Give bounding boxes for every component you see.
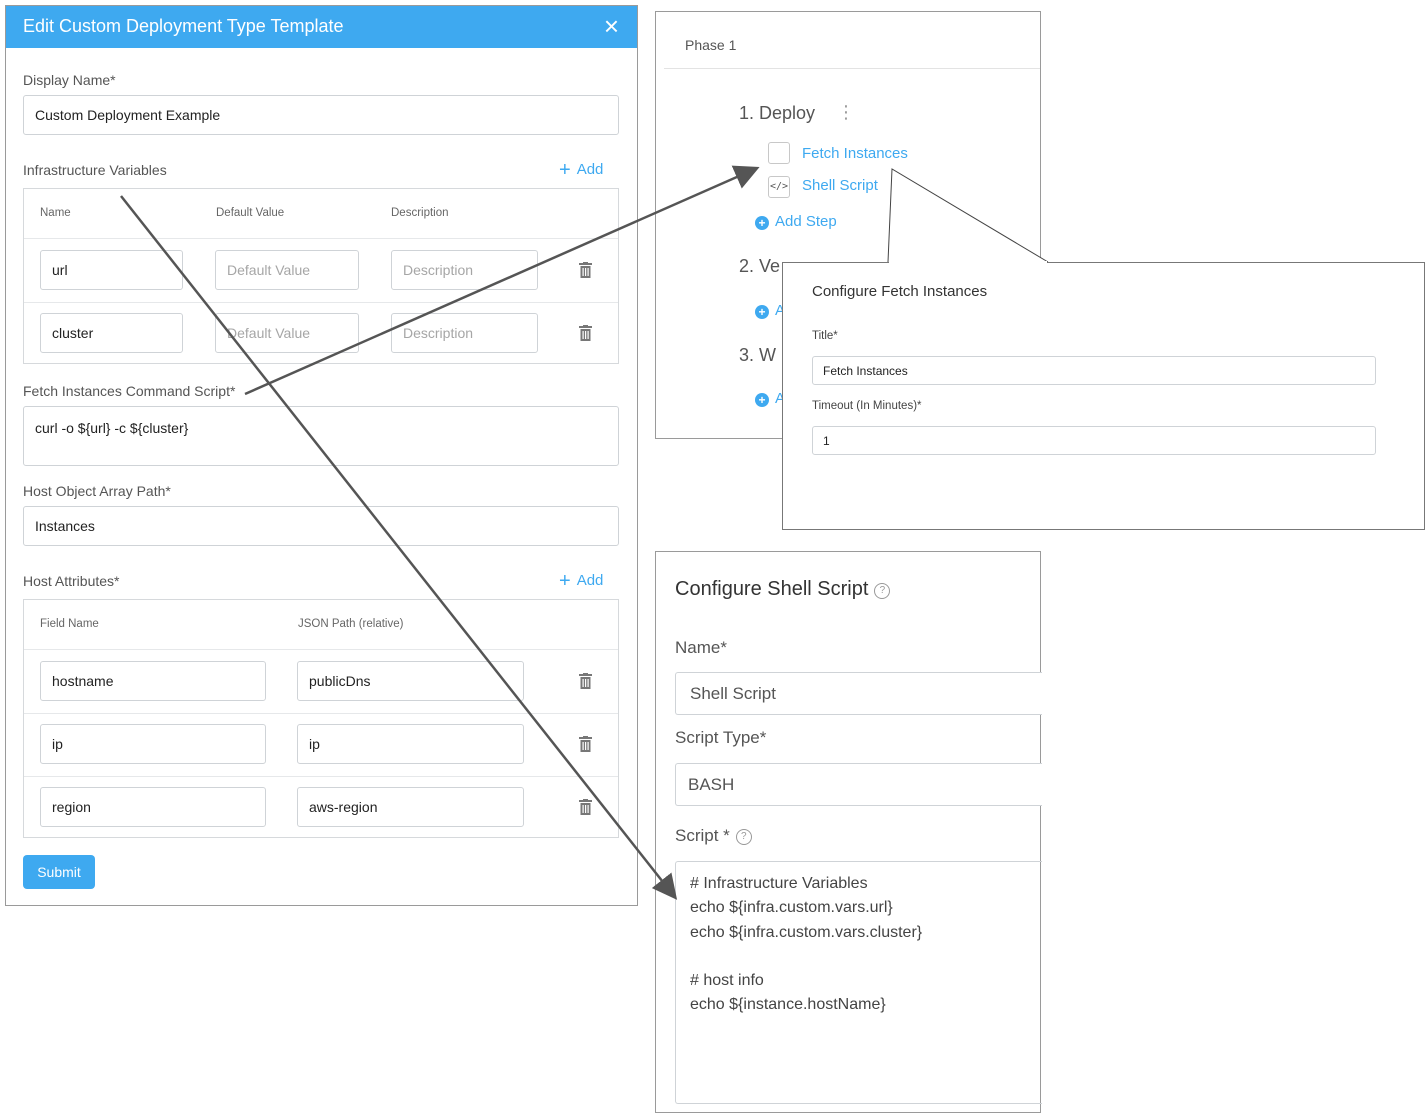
section-wrap-up: 3. W xyxy=(739,345,777,365)
add-infra-variable-button[interactable]: + Add xyxy=(559,159,603,182)
help-icon[interactable]: ? xyxy=(874,583,891,599)
script-label: Script *? xyxy=(675,826,752,846)
trash-icon[interactable] xyxy=(579,799,592,815)
configure-shell-script-panel: Configure Shell Script? Name* Shell Scri… xyxy=(655,551,1042,1113)
display-name-input[interactable]: Custom Deployment Example xyxy=(23,95,619,135)
add-step-link[interactable]: Add Step xyxy=(775,213,837,230)
script-textarea[interactable]: # Infrastructure Variables echo ${infra.… xyxy=(675,861,1042,1104)
plus-icon: + xyxy=(559,159,571,181)
host-attribute-path-input[interactable]: aws-region xyxy=(297,787,524,827)
section-verify: 2. Ve xyxy=(739,256,781,276)
help-icon[interactable]: ? xyxy=(735,829,752,845)
column-header-json-path: JSON Path (relative) xyxy=(298,618,404,630)
column-header-default-value: Default Value xyxy=(216,207,285,219)
step-fetch-instances[interactable]: Fetch Instances xyxy=(802,145,908,162)
add-step-plus-icon: + xyxy=(755,305,769,319)
infra-var-name-input[interactable]: cluster xyxy=(40,313,183,353)
infra-var-name-input[interactable]: url xyxy=(40,250,183,290)
divider xyxy=(24,713,618,714)
add-label: Add xyxy=(576,161,604,178)
infra-var-default-input[interactable]: Default Value xyxy=(215,250,359,290)
fetch-instances-icon xyxy=(768,142,790,164)
code-icon: </> xyxy=(768,176,790,198)
add-label: Add xyxy=(576,572,604,589)
script-line: echo ${infra.custom.vars.cluster} xyxy=(690,923,923,941)
name-input[interactable]: Shell Script xyxy=(675,672,1042,715)
panel-title-text: Configure Shell Script xyxy=(675,578,869,600)
close-icon[interactable]: × xyxy=(603,11,619,41)
trash-icon[interactable] xyxy=(579,736,592,752)
divider xyxy=(24,776,618,777)
popup-title: Configure Fetch Instances xyxy=(812,283,988,300)
dialog-header: Edit Custom Deployment Type Template × xyxy=(6,6,637,48)
configure-fetch-instances-popup: Configure Fetch Instances Title* Fetch I… xyxy=(782,262,1425,530)
script-type-select[interactable]: BASH xyxy=(675,763,1042,806)
timeout-input[interactable]: 1 xyxy=(812,426,1376,455)
host-attribute-path-input[interactable]: publicDns xyxy=(297,661,524,701)
fetch-instances-command-script-textarea[interactable]: curl -o ${url} -c ${cluster} xyxy=(23,406,619,466)
add-step-link[interactable]: A xyxy=(775,302,786,319)
fetch-instances-command-script-label: Fetch Instances Command Script* xyxy=(23,383,236,399)
host-attributes-label: Host Attributes* xyxy=(23,573,120,589)
title-input[interactable]: Fetch Instances xyxy=(812,356,1376,385)
divider xyxy=(24,649,618,650)
submit-button[interactable]: Submit xyxy=(23,855,95,889)
plus-icon: + xyxy=(559,570,571,592)
trash-icon[interactable] xyxy=(579,673,592,689)
infra-var-default-input[interactable]: Default Value xyxy=(215,313,359,353)
infrastructure-variables-table: Name Default Value Description url Defau… xyxy=(23,188,619,364)
script-line: # host info xyxy=(690,972,764,990)
add-step-link[interactable]: A xyxy=(775,390,786,407)
section-deploy: 1. Deploy xyxy=(739,103,816,123)
column-header-name: Name xyxy=(40,207,71,219)
add-step-plus-icon: + xyxy=(755,393,769,407)
timeout-label: Timeout (In Minutes)* xyxy=(812,400,922,412)
host-object-array-path-input[interactable]: Instances xyxy=(23,506,619,546)
trash-icon[interactable] xyxy=(579,325,592,341)
script-line: echo ${infra.custom.vars.url} xyxy=(690,899,893,917)
host-object-array-path-label: Host Object Array Path* xyxy=(23,483,171,499)
host-attribute-field-input[interactable]: ip xyxy=(40,724,266,764)
script-label-text: Script * xyxy=(675,826,730,845)
host-attribute-field-input[interactable]: region xyxy=(40,787,266,827)
name-label: Name* xyxy=(675,638,727,657)
kebab-menu-icon[interactable]: ⋮ xyxy=(837,102,855,122)
host-attribute-path-input[interactable]: ip xyxy=(297,724,524,764)
column-header-field-name: Field Name xyxy=(40,618,99,630)
host-attributes-table: Field Name JSON Path (relative) hostname… xyxy=(23,599,619,838)
divider xyxy=(24,238,618,239)
script-type-label: Script Type* xyxy=(675,728,767,747)
infrastructure-variables-label: Infrastructure Variables xyxy=(23,162,167,178)
edit-custom-deployment-dialog: Edit Custom Deployment Type Template × D… xyxy=(5,5,638,906)
divider xyxy=(664,68,1040,69)
infra-var-description-input[interactable]: Description xyxy=(391,313,538,353)
add-step-plus-icon: + xyxy=(755,216,769,230)
infra-var-description-input[interactable]: Description xyxy=(391,250,538,290)
divider xyxy=(24,302,618,303)
phase-title: Phase 1 xyxy=(685,37,737,53)
script-line xyxy=(690,945,1028,969)
display-name-label: Display Name* xyxy=(23,72,116,88)
title-label: Title* xyxy=(812,330,838,342)
column-header-description: Description xyxy=(391,207,449,219)
add-host-attribute-button[interactable]: + Add xyxy=(559,570,603,593)
host-attribute-field-input[interactable]: hostname xyxy=(40,661,266,701)
panel-title: Configure Shell Script? xyxy=(675,578,891,601)
script-line: # Infrastructure Variables xyxy=(690,875,868,892)
trash-icon[interactable] xyxy=(579,262,592,278)
script-line: echo ${instance.hostName} xyxy=(690,996,886,1014)
step-shell-script[interactable]: Shell Script xyxy=(802,177,878,194)
dialog-title: Edit Custom Deployment Type Template xyxy=(23,16,344,36)
